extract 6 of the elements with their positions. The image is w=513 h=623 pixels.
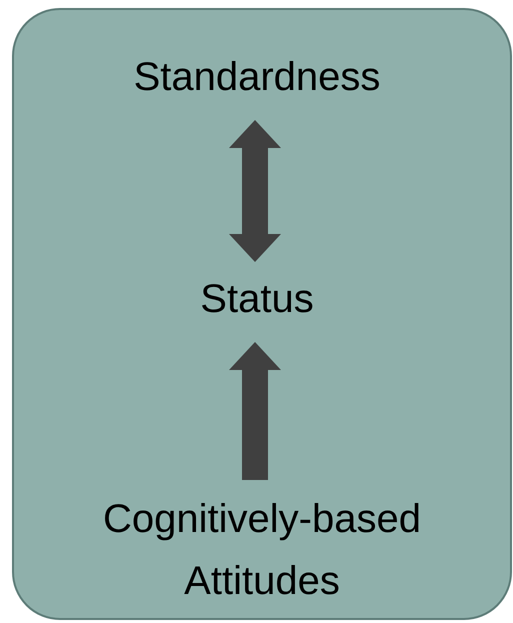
arrow — [229, 342, 281, 480]
double-arrow — [229, 120, 281, 262]
node-label: Cognitively-based Attitudes — [102, 496, 422, 605]
node-label: Status — [199, 276, 315, 323]
node-label: Standardness — [132, 54, 382, 101]
rounded-panel — [12, 8, 512, 620]
